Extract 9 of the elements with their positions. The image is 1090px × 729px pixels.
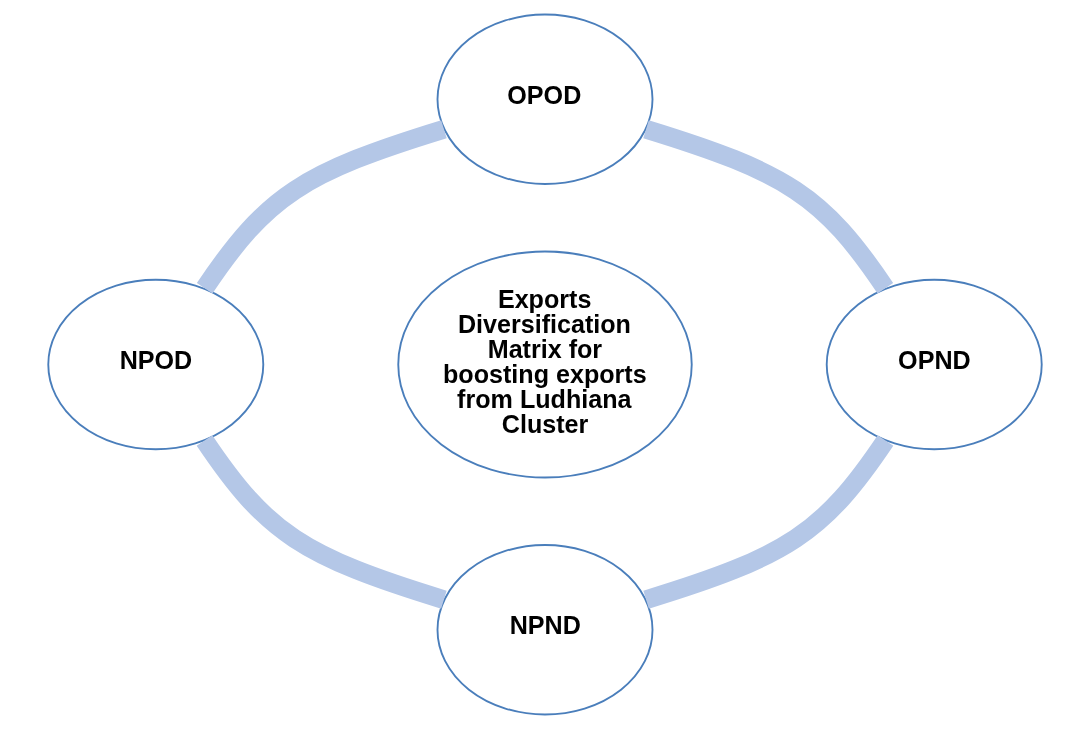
node-ellipse: NPND — [436, 544, 654, 716]
node-ellipse: NPOD — [47, 278, 265, 451]
connector — [196, 435, 447, 609]
connector — [196, 120, 447, 294]
connector — [643, 435, 894, 609]
node-ellipse: Exports Diversification Matrix for boosting exports from Ludhiana Cluster — [397, 250, 693, 479]
connector — [643, 120, 894, 294]
node-ellipse: OPOD — [436, 13, 654, 185]
node-ellipse: OPND — [825, 278, 1043, 451]
